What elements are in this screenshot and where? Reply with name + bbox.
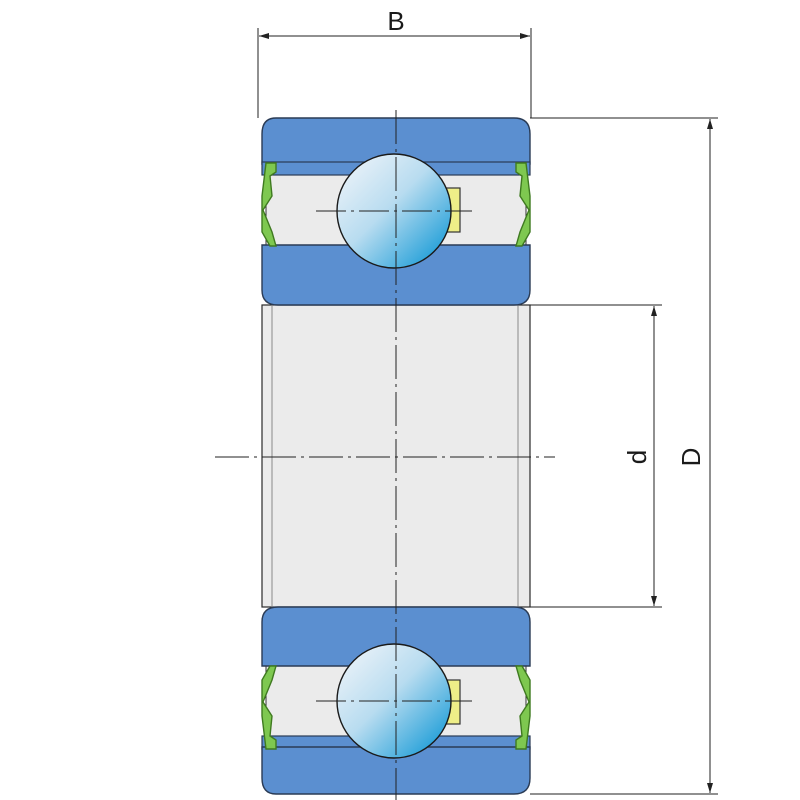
outer-label: D bbox=[676, 448, 706, 467]
bottom-right-seal bbox=[515, 665, 531, 750]
width-label: B bbox=[387, 6, 404, 36]
top-right-seal bbox=[515, 162, 531, 247]
dimension-bore bbox=[530, 304, 662, 608]
bore-label: d bbox=[622, 450, 652, 464]
top-left-seal bbox=[261, 162, 277, 247]
bottom-left-seal bbox=[261, 665, 277, 750]
dimension-outer bbox=[530, 117, 718, 795]
dimension-width bbox=[257, 28, 532, 118]
center-lines bbox=[215, 110, 555, 800]
